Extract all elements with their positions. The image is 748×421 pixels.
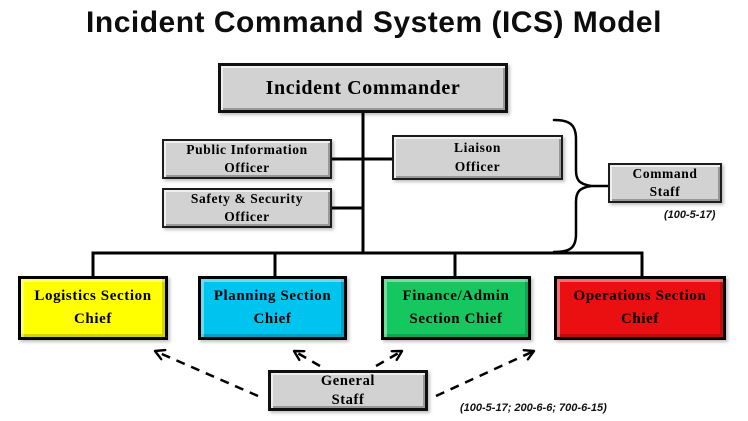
finance-admin-section-chief-label-line2: Section Chief	[409, 311, 503, 327]
general-staff-label-line1: General	[320, 372, 376, 389]
logistics-section-chief-label-line1: Logistics Section	[34, 287, 152, 304]
command-staff-label-line1: Command	[632, 166, 698, 182]
logistics-section-chief-box: Logistics Section Chief	[18, 276, 168, 340]
finance-admin-section-chief-box: Finance/Admin Section Chief	[381, 276, 531, 340]
general-staff-label-line2: Staff	[331, 391, 365, 408]
logistics-section-chief-label-line2: Chief	[74, 311, 112, 327]
operations-section-chief-box: Operations Section Chief	[554, 276, 726, 340]
command-staff-box: Command Staff	[608, 163, 722, 203]
safety-security-officer-box: Safety & Security Officer	[162, 188, 332, 228]
public-information-officer-box: Public Information Officer	[162, 139, 332, 179]
liaison-officer-label-line2: Officer	[454, 158, 501, 174]
incident-commander-box: Incident Commander	[218, 63, 508, 113]
safety-security-officer-label-line2: Officer	[224, 209, 270, 224]
general-staff-box: General Staff	[268, 370, 428, 411]
public-information-officer-label-line1: Public Information	[186, 142, 308, 158]
diagram-title: Incident Command System (ICS) Model	[86, 6, 662, 39]
liaison-officer-label-line1: Liaison	[454, 139, 501, 155]
planning-section-chief-label-line2: Chief	[253, 311, 292, 327]
operations-section-chief-label-line1: Operations Section	[573, 287, 707, 304]
liaison-officer-box: Liaison Officer	[392, 135, 563, 180]
incident-commander-label: Incident Commander	[265, 76, 461, 99]
planning-section-chief-box: Planning Section Chief	[198, 276, 347, 340]
planning-section-chief-label-line1: Planning Section	[213, 287, 332, 304]
command-staff-label-line2: Staff	[649, 184, 681, 199]
operations-section-chief-label-line2: Chief	[621, 311, 659, 327]
finance-admin-section-chief-label-line1: Finance/Admin	[402, 287, 510, 304]
command-staff-reference-note: (100-5-17)	[664, 209, 716, 221]
safety-security-officer-label-line1: Safety & Security	[190, 191, 304, 207]
general-staff-reference-note: (100-5-17; 200-6-6; 700-6-15)	[460, 402, 607, 414]
public-information-officer-label-line2: Officer	[224, 160, 270, 175]
